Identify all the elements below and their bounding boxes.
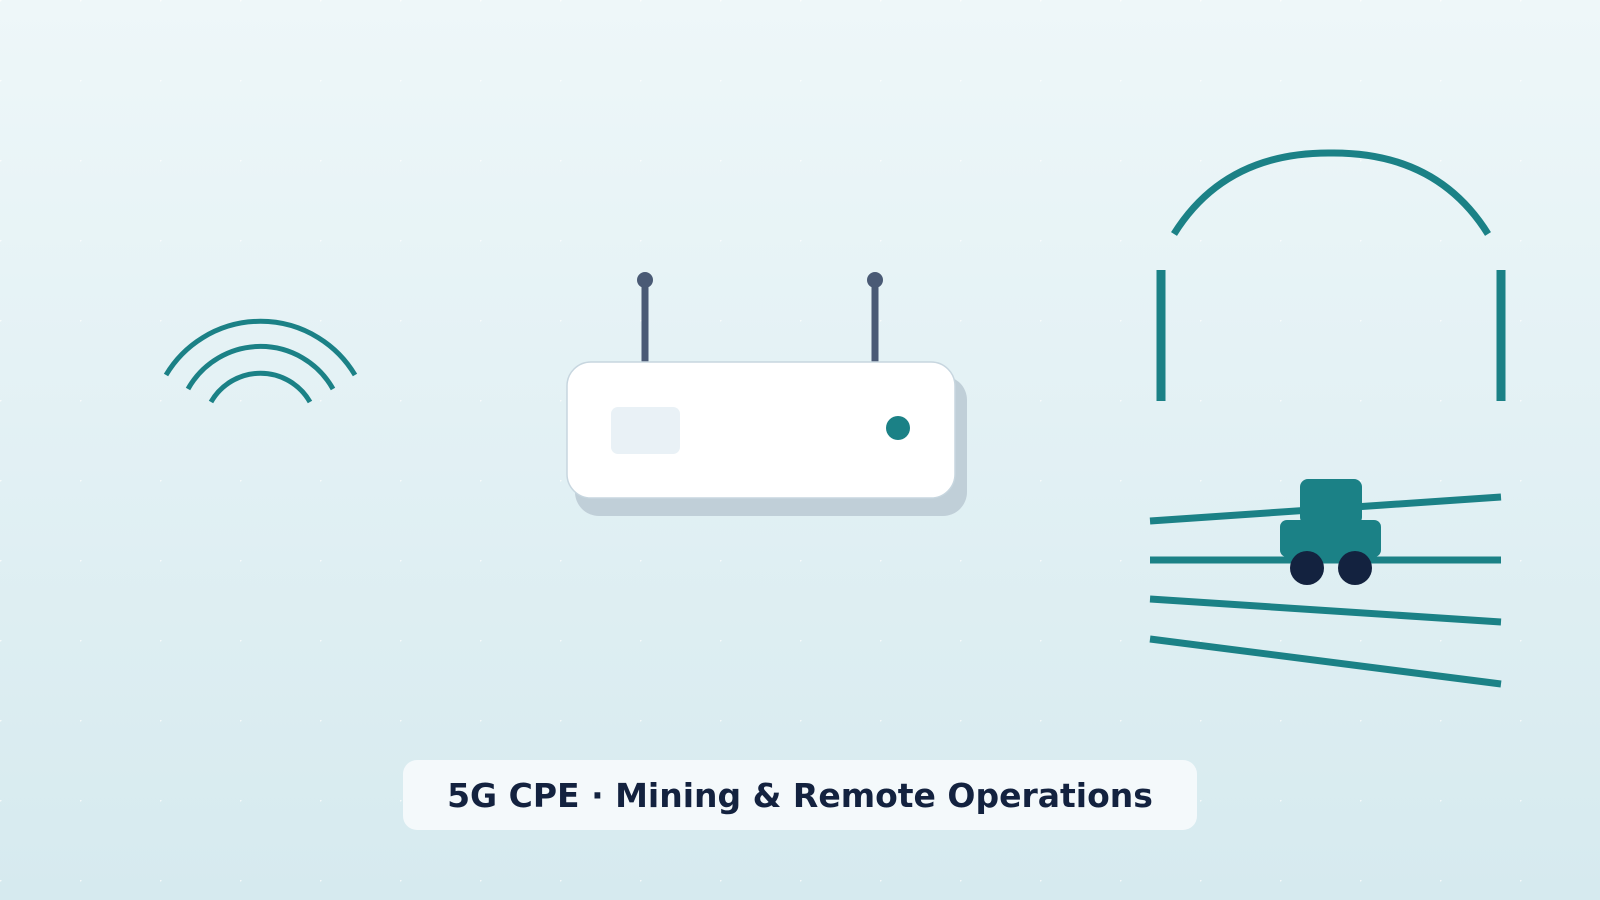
device-body xyxy=(566,361,956,499)
mining-cart-icon xyxy=(1280,479,1381,585)
wifi-arc-middle xyxy=(185,343,336,391)
wifi-signal-icon xyxy=(163,318,358,404)
device-display-panel xyxy=(611,407,680,454)
rail-line-3 xyxy=(1149,595,1502,626)
rail-line-4 xyxy=(1149,635,1502,688)
antenna-left-tip xyxy=(637,272,653,288)
cart-body xyxy=(1280,520,1381,557)
status-led xyxy=(886,416,910,440)
caption-label: 5G CPE · Mining & Remote Operations xyxy=(403,760,1197,830)
cart-wheel-right xyxy=(1338,551,1372,585)
cpe-router-icon xyxy=(566,272,967,516)
wifi-arc-inner xyxy=(208,370,313,404)
antenna-right-tip xyxy=(867,272,883,288)
cart-wheel-left xyxy=(1290,551,1324,585)
cart-cabin xyxy=(1300,479,1362,525)
wifi-arc-outer xyxy=(163,318,358,377)
mine-tunnel-icon xyxy=(1149,149,1506,688)
tunnel-arch xyxy=(1171,149,1491,236)
